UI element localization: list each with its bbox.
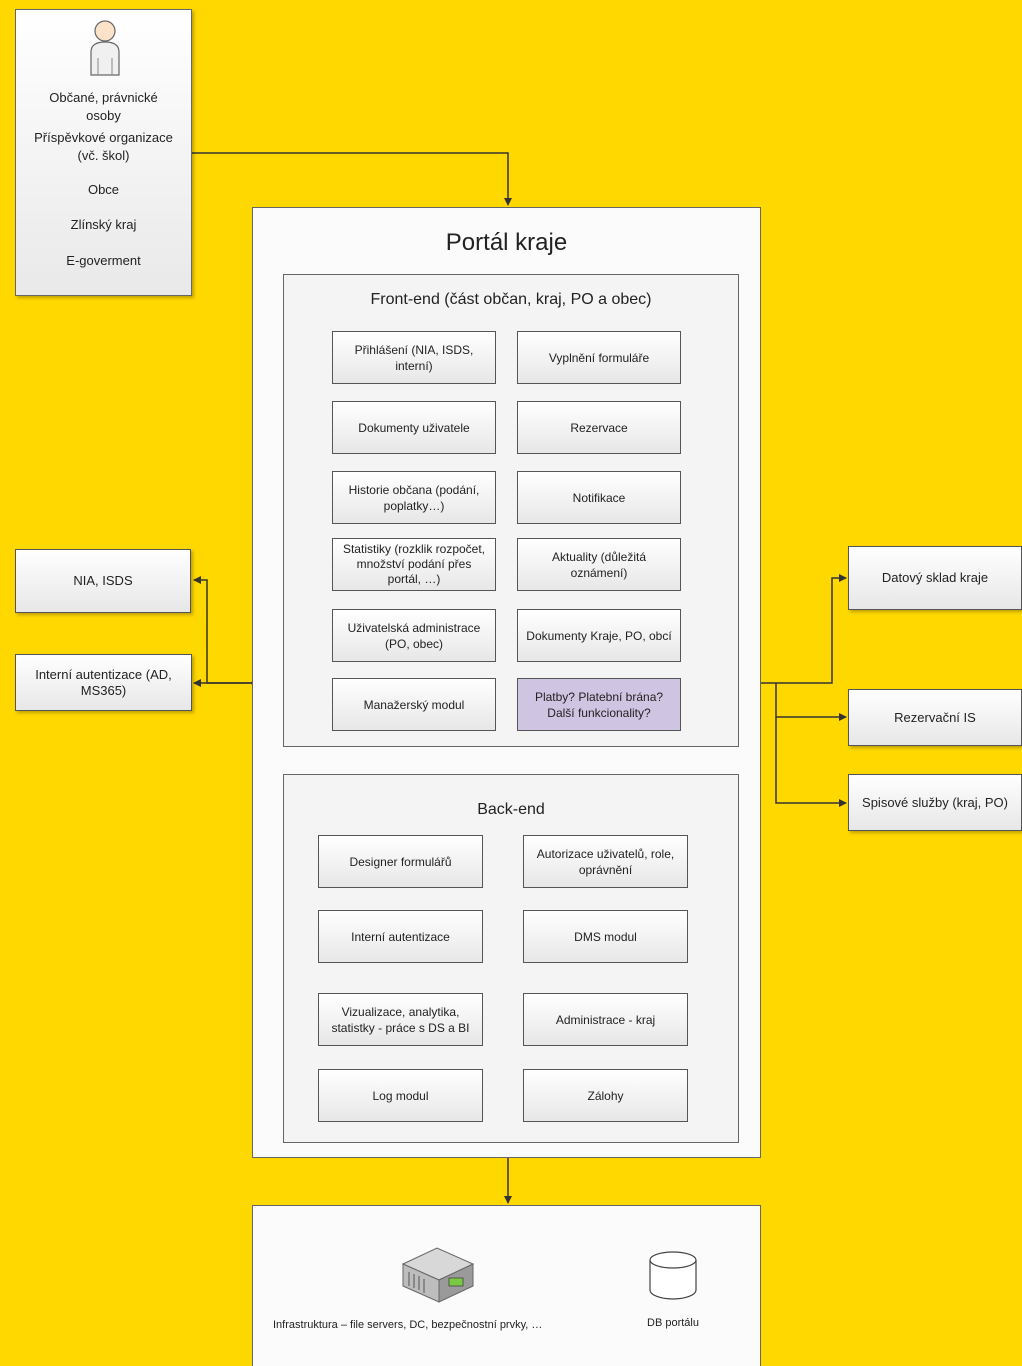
backend-module-dms: DMS modul bbox=[523, 910, 688, 963]
backend-module-form-designer: Designer formulářů bbox=[318, 835, 483, 888]
rezervacni-is-connector bbox=[775, 683, 847, 721]
frontend-module-reservations: Rezervace bbox=[517, 401, 681, 454]
database-icon bbox=[649, 1251, 697, 1300]
frontend-module-statistics: Statistiky (rozklik rozpočet, množství p… bbox=[332, 538, 496, 591]
backend-title: Back-end bbox=[477, 801, 545, 818]
frontend-module-region-documents: Dokumenty Kraje, PO, obcí bbox=[517, 609, 681, 662]
actor-label-region: Zlínský kraj bbox=[70, 217, 137, 232]
portal-title: Portál kraje bbox=[445, 229, 568, 256]
actor-label-contributory-orgs: Příspěvkové organizace bbox=[34, 130, 173, 145]
spisove-sluzby-connector bbox=[775, 717, 847, 807]
frontend-module-user-documents: Dokumenty uživatele bbox=[332, 401, 496, 454]
external-system-nia-isds: NIA, ISDS bbox=[15, 549, 191, 613]
actor-box: Občané, právnické osoby Příspěvkové orga… bbox=[15, 9, 192, 296]
frontend-module-form-filling: Vyplnění formuláře bbox=[517, 331, 681, 384]
frontend-module-payments: Platby? Platební brána? Další funkcional… bbox=[517, 678, 681, 731]
actor-to-portal-connector bbox=[192, 152, 512, 206]
server-icon bbox=[401, 1247, 475, 1303]
backend-module-authorization: Autorizace uživatelů, role, oprávnění bbox=[523, 835, 688, 888]
external-system-internal-auth: Interní autentizace (AD, MS365) bbox=[15, 654, 192, 711]
backend-module-visualization: Vizualizace, analytika, statistky - prác… bbox=[318, 993, 483, 1046]
datovy-sklad-connector bbox=[755, 574, 847, 687]
actor-label-municipalities: Obce bbox=[87, 182, 120, 197]
external-system-data-warehouse: Datový sklad kraje bbox=[848, 546, 1022, 610]
frontend-module-login: Přihlášení (NIA, ISDS, interní) bbox=[332, 331, 496, 384]
infrastructure-container: Infrastruktura – file servers, DC, bezpe… bbox=[252, 1205, 761, 1366]
person-icon bbox=[90, 20, 120, 76]
external-system-records-services: Spisové služby (kraj, PO) bbox=[848, 774, 1022, 831]
actor-label-legal-entities: osoby bbox=[86, 108, 121, 123]
frontend-title: Front-end (část občan, kraj, PO a obec) bbox=[370, 291, 652, 308]
backend-module-region-admin: Administrace - kraj bbox=[523, 993, 688, 1046]
frontend-module-notifications: Notifikace bbox=[517, 471, 681, 524]
external-system-reservation-is: Rezervační IS bbox=[848, 689, 1022, 746]
db-portal-label: DB portálu bbox=[647, 1317, 699, 1329]
actor-label-egovernment: E-goverment bbox=[66, 253, 141, 268]
frontend-module-management: Manažerský modul bbox=[332, 678, 496, 731]
frontend-module-news: Aktuality (důležitá oznámení) bbox=[517, 538, 681, 591]
backend-module-backups: Zálohy bbox=[523, 1069, 688, 1122]
frontend-module-user-administration: Uživatelská administrace (PO, obec) bbox=[332, 609, 496, 662]
nia-connector bbox=[193, 576, 250, 684]
infrastructure-label: Infrastruktura – file servers, DC, bezpe… bbox=[273, 1319, 543, 1331]
actor-label-citizens: Občané, právnické bbox=[49, 90, 158, 105]
backend-module-internal-auth: Interní autentizace bbox=[318, 910, 483, 963]
backend-module-log: Log modul bbox=[318, 1069, 483, 1122]
actor-label-schools: (vč. škol) bbox=[77, 148, 130, 163]
frontend-module-citizen-history: Historie občana (podání, poplatky…) bbox=[332, 471, 496, 524]
